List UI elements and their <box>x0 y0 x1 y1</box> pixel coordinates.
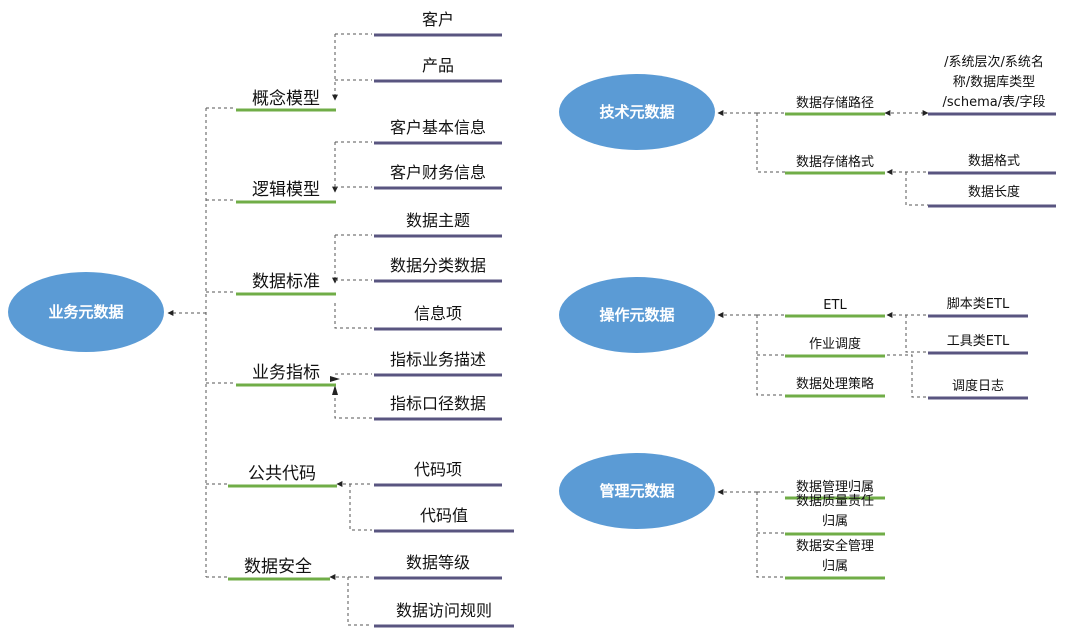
leaf-label: 客户基本信息 <box>390 118 486 137</box>
business-mid-labels: 概念模型 逻辑模型 数据标准 业务指标 公共代码 数据安全 <box>244 88 320 577</box>
leaf-label: 客户 <box>422 10 454 29</box>
leaf-label-scheduling-log: 调度日志 <box>952 378 1004 394</box>
technical-connectors <box>717 110 929 206</box>
business-metadata-label: 业务元数据 <box>48 303 123 321</box>
leaf-label-data-length: 数据长度 <box>968 184 1020 200</box>
leaf-label-path-line3: /schema/表/字段 <box>943 95 1046 110</box>
technical-metadata-label: 技术元数据 <box>599 103 674 121</box>
mid-label-business-indicator: 业务指标 <box>252 363 320 383</box>
leaf-label-tool-etl: 工具类ETL <box>947 334 1010 349</box>
leaf-label: 数据等级 <box>406 553 470 572</box>
leaf-label: 产品 <box>422 56 454 75</box>
mid-label-etl: ETL <box>823 298 847 313</box>
operational-metadata-node <box>559 277 715 353</box>
management-metadata-label: 管理元数据 <box>599 482 674 500</box>
leaf-label-path-line1: /系统层次/系统名 <box>944 54 1044 70</box>
mgmt-label-security-line1: 数据安全管理 <box>796 538 874 554</box>
business-connectors <box>167 33 372 626</box>
mgmt-label-quality-line2: 归属 <box>822 514 848 529</box>
leaf-label-data-format: 数据格式 <box>968 153 1020 169</box>
mid-label-data-security: 数据安全 <box>244 557 312 577</box>
mgmt-label-data-ownership: 数据管理归属 <box>796 480 874 495</box>
operational-mid-underlines <box>785 314 885 398</box>
management-underlines <box>785 496 885 580</box>
business-metadata-node <box>8 272 164 352</box>
leaf-label: 指标业务描述 <box>390 350 486 369</box>
mid-label-storage-format: 数据存储格式 <box>796 154 874 170</box>
business-arrowheads <box>330 376 340 395</box>
technical-metadata-node <box>559 74 715 150</box>
mid-label-job-scheduling: 作业调度 <box>809 336 861 352</box>
mid-label-public-code: 公共代码 <box>248 464 316 484</box>
leaf-label: 信息项 <box>414 304 462 323</box>
mid-label-data-standard: 数据标准 <box>252 272 320 292</box>
leaf-label: 数据分类数据 <box>390 256 486 275</box>
management-metadata-node <box>559 453 715 529</box>
leaf-label: 数据访问规则 <box>396 601 492 620</box>
mid-label-processing-strategy: 数据处理策略 <box>796 376 874 392</box>
mid-label-concept-model: 概念模型 <box>252 88 320 109</box>
leaf-label-path-line2: 称/数据库类型 <box>953 74 1035 90</box>
leaf-label: 指标口径数据 <box>390 394 486 413</box>
business-leaf-labels: 客户 产品 客户基本信息 客户财务信息 数据主题 数据分类数据 信息项 指标业务… <box>390 10 492 620</box>
business-mid-underlines <box>228 108 337 581</box>
operational-connectors <box>717 312 928 398</box>
mgmt-label-quality-line1: 数据质量责任 <box>796 494 874 509</box>
technical-leaf-underlines <box>928 112 1056 208</box>
technical-mid-underlines <box>785 112 885 175</box>
mid-label-logical-model: 逻辑模型 <box>252 180 320 200</box>
leaf-label: 数据主题 <box>406 211 470 230</box>
management-connectors <box>717 489 785 578</box>
mgmt-label-security-line2: 归属 <box>822 559 848 574</box>
operational-metadata-label: 操作元数据 <box>599 306 674 324</box>
operational-leaf-underlines <box>928 314 1028 400</box>
leaf-label: 代码项 <box>414 460 462 479</box>
leaf-label: 客户财务信息 <box>390 163 486 182</box>
mid-label-storage-path: 数据存储路径 <box>796 95 874 111</box>
business-leaf-underlines <box>374 33 514 628</box>
leaf-label: 代码值 <box>420 506 468 525</box>
leaf-label-script-etl: 脚本类ETL <box>947 296 1010 312</box>
